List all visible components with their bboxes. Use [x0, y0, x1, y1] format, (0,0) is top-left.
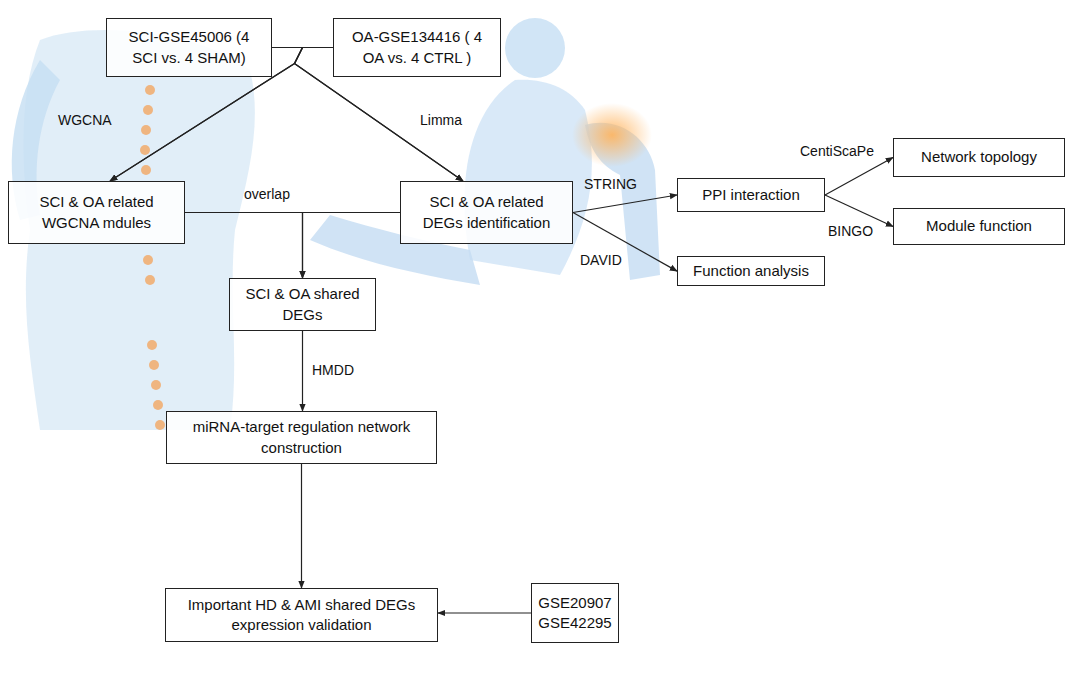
- process-box: OA-GSE134416 ( 4 OA vs. 4 CTRL ): [333, 18, 501, 77]
- figure-head: [505, 18, 565, 78]
- edge-label: STRING: [584, 176, 637, 193]
- box-text: Module function: [926, 216, 1032, 236]
- edge-label: Limma: [420, 112, 462, 129]
- edge-label: HMDD: [312, 362, 354, 379]
- figure-body: [464, 80, 592, 275]
- arrow-connector: [438, 612, 531, 613]
- box-text: miRNA-target regulation network construc…: [174, 417, 429, 458]
- edge-label: CentiScaPe: [800, 143, 874, 160]
- box-text: SCI & OA related DEGs identification: [408, 192, 565, 233]
- process-box: PPI interaction: [677, 178, 825, 212]
- process-box: Function analysis: [677, 256, 825, 286]
- process-box: Important HD & AMI shared DEGs expressio…: [165, 588, 438, 642]
- box-text: GSE20907 GSE42295: [538, 593, 611, 634]
- process-box: Module function: [893, 208, 1065, 245]
- process-box: GSE20907 GSE42295: [531, 583, 619, 643]
- box-text: SCI & OA shared DEGs: [237, 284, 368, 325]
- arrow-connector: [302, 331, 303, 411]
- arrow-connector: [301, 464, 302, 588]
- arrow-connector: [825, 195, 893, 227]
- spine-dots: [140, 85, 165, 430]
- process-box: miRNA-target regulation network construc…: [166, 411, 437, 464]
- knee-glow: [572, 103, 652, 167]
- process-box: SCI & OA related WGCNA mdules: [8, 181, 185, 244]
- box-text: Important HD & AMI shared DEGs expressio…: [173, 595, 430, 636]
- edge-label: BINGO: [828, 223, 873, 240]
- box-text: OA-GSE134416 ( 4 OA vs. 4 CTRL ): [341, 27, 493, 68]
- box-text: SCI-GSE45006 (4 SCI vs. 4 SHAM): [114, 27, 264, 68]
- process-box: Network topology: [893, 138, 1065, 177]
- process-box: SCI-GSE45006 (4 SCI vs. 4 SHAM): [106, 18, 272, 77]
- arrow-connector: [185, 213, 303, 279]
- box-text: SCI & OA related WGCNA mdules: [16, 192, 177, 233]
- box-text: PPI interaction: [702, 185, 800, 205]
- box-text: Network topology: [921, 147, 1037, 167]
- arrow-connector: [573, 213, 677, 272]
- edge-label: overlap: [244, 186, 290, 203]
- arrow-connector: [573, 195, 677, 213]
- edge-label: WGCNA: [58, 112, 112, 129]
- box-text: Function analysis: [693, 261, 809, 281]
- process-box: SCI & OA shared DEGs: [229, 278, 376, 331]
- arrow-connector: [825, 158, 893, 196]
- arrow-connector: [303, 213, 401, 279]
- process-box: SCI & OA related DEGs identification: [400, 181, 573, 244]
- edge-label: DAVID: [580, 252, 622, 269]
